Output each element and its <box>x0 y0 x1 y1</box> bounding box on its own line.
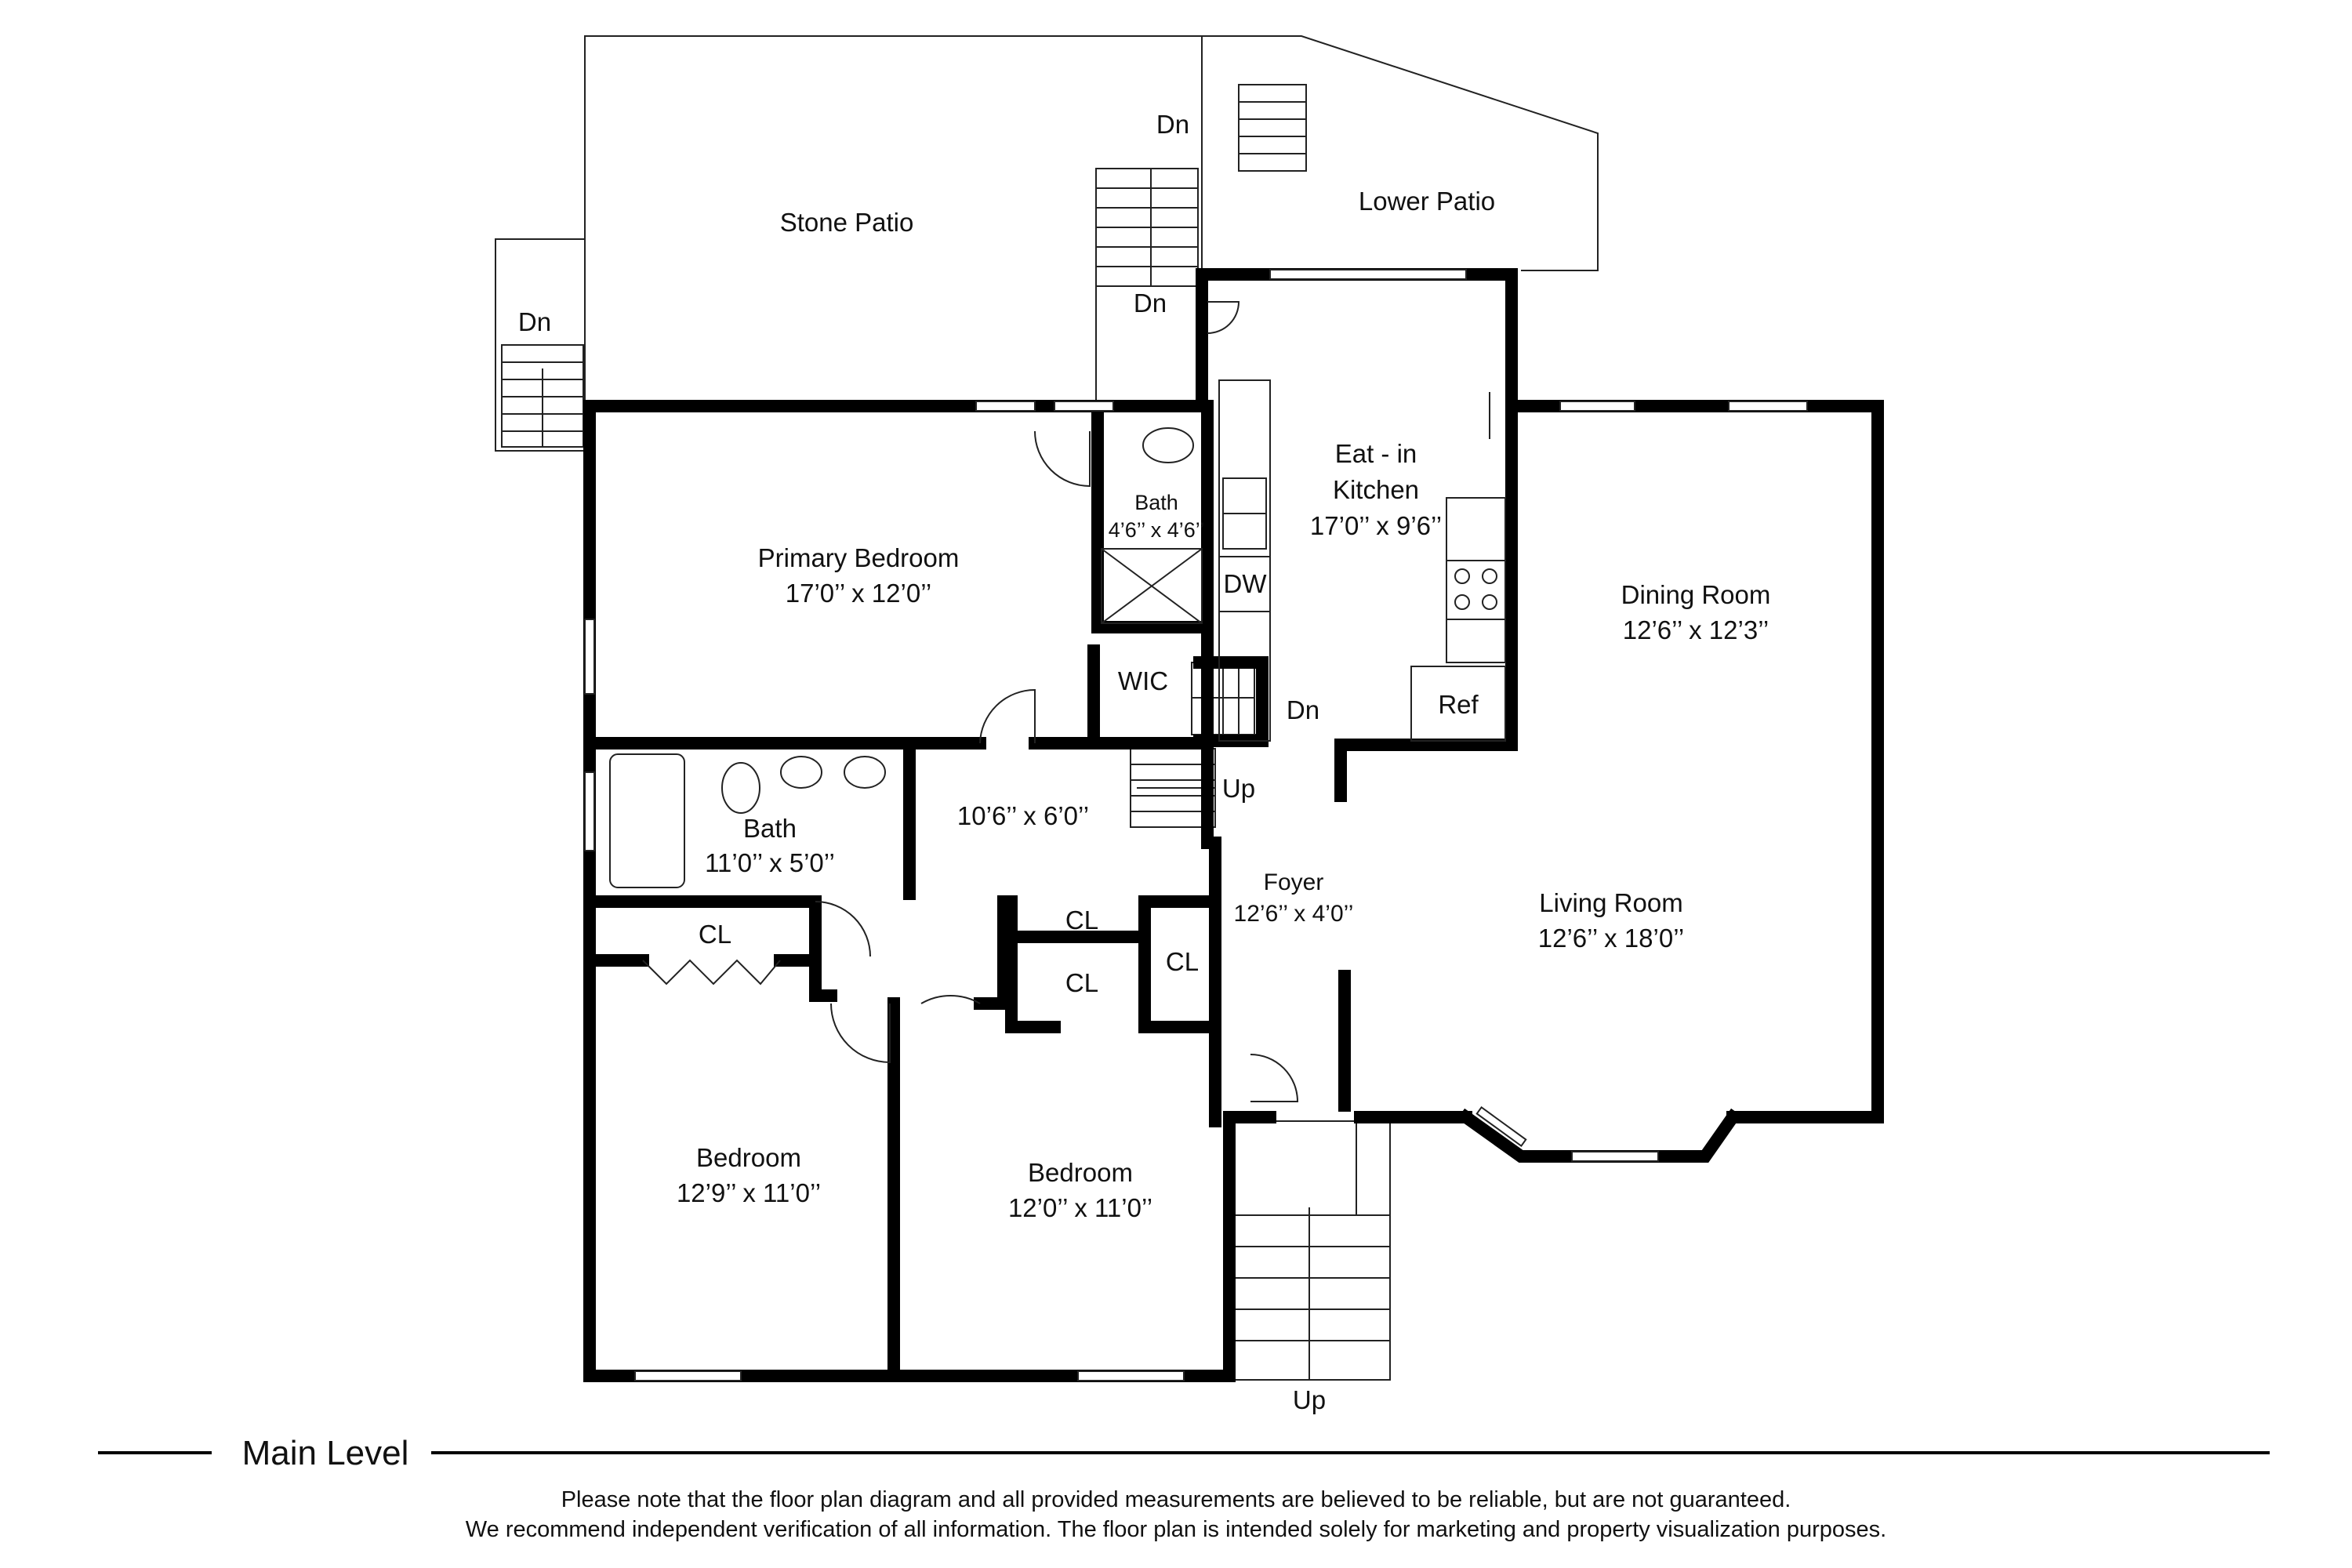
bath-dims: 11’0’’ x 5’0’’ <box>705 848 835 877</box>
stairs-up-bottom <box>1229 1120 1391 1381</box>
level-title: Main Level <box>242 1434 409 1472</box>
living-room-label: Living Room <box>1539 888 1682 917</box>
hall-dims: 10’6’’ x 6’0’’ <box>957 801 1089 830</box>
dishwasher-icon <box>1218 556 1271 612</box>
stairs-dn-top-label: Dn <box>1156 110 1189 139</box>
stairs-dn-left-label: Dn <box>518 307 551 336</box>
dining-room-label: Dining Room <box>1621 580 1771 609</box>
kitchen-label-line2: Kitchen <box>1333 475 1419 504</box>
fixtures <box>609 379 1506 985</box>
disclaimer-line-2: We recommend independent verification of… <box>466 1517 1886 1542</box>
primary-bath-dims: 4’6’’ x 4’6’’ <box>1109 518 1205 542</box>
bifold-door-icon <box>642 959 781 985</box>
lower-patio-outline <box>1202 35 1599 271</box>
wic-label: WIC <box>1118 666 1168 695</box>
doors <box>815 301 1490 1102</box>
shower-icon <box>1101 548 1203 624</box>
closet-4-label: CL <box>1166 947 1199 976</box>
sink-icon <box>780 756 822 789</box>
closet-2-label: CL <box>1065 906 1098 935</box>
disclaimer-line-1: Please note that the floor plan diagram … <box>561 1487 1791 1512</box>
refrigerator-label: Ref <box>1438 690 1479 719</box>
primary-bedroom-dims: 17’0’’ x 12’0’’ <box>786 579 932 608</box>
bathtub-icon <box>609 753 685 888</box>
dining-room-dims: 12’6’’ x 12’3’’ <box>1623 615 1769 644</box>
stairs-up-interior-label: Up <box>1222 774 1255 803</box>
bath-label: Bath <box>743 814 797 843</box>
bedroom-1-dims: 12’9’’ x 11’0’’ <box>677 1178 821 1207</box>
refrigerator-icon <box>1410 666 1506 742</box>
stone-patio-label: Stone Patio <box>780 208 914 237</box>
interior-walls <box>583 400 1518 1382</box>
primary-bath-label: Bath <box>1134 491 1178 514</box>
foyer-label: Foyer <box>1264 869 1324 895</box>
kitchen-dims: 17’0’’ x 9’6’’ <box>1310 511 1442 540</box>
stairs-dn-top <box>1238 84 1307 172</box>
dishwasher-label: DW <box>1224 569 1268 598</box>
toilet-icon <box>721 762 760 814</box>
bedroom-1-label: Bedroom <box>696 1143 801 1172</box>
foyer-dims: 12’6’’ x 4’0’’ <box>1234 901 1354 927</box>
bedroom-2-label: Bedroom <box>1028 1158 1133 1187</box>
kitchen-label-line1: Eat - in <box>1335 439 1417 468</box>
stove-icon <box>1446 560 1506 620</box>
stairs-up-bottom-label: Up <box>1293 1385 1326 1414</box>
stairs-dn-middle <box>1095 168 1199 400</box>
living-room-dims: 12’6’’ x 18’0’’ <box>1538 924 1685 953</box>
bedroom-2-dims: 12’0’’ x 11’0’’ <box>1008 1193 1152 1222</box>
stairs-dn-left <box>501 344 584 448</box>
counter-icon <box>1446 497 1506 663</box>
stone-patio-outline <box>495 35 1203 452</box>
primary-bedroom-label: Primary Bedroom <box>758 543 960 572</box>
closet-1-label: CL <box>699 920 731 949</box>
stairs-dn-middle-label: Dn <box>1134 289 1167 318</box>
sink-icon <box>844 756 886 789</box>
windows <box>584 269 1808 1381</box>
lower-patio-label: Lower Patio <box>1359 187 1495 216</box>
toilet-icon <box>1142 427 1194 463</box>
closet-3-label: CL <box>1065 968 1098 997</box>
stairs-dn-interior-label: Dn <box>1287 695 1319 724</box>
